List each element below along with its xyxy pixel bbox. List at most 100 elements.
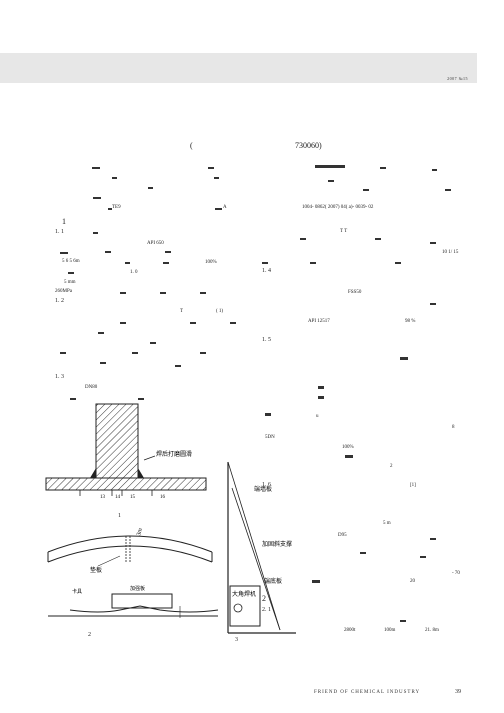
redacted-mark: [400, 357, 408, 360]
text-dimensions: 5 6 5 6m: [62, 259, 80, 264]
text-2: 2: [390, 464, 393, 469]
redacted-mark: [300, 238, 306, 240]
figure-1-caption: 1: [118, 513, 121, 519]
figure-3-caption: 3: [235, 637, 238, 643]
fig3-top-label: 端墙板: [254, 485, 272, 493]
figure-2-caption: 2: [88, 632, 91, 638]
fig3-welder-label: 大角焊机: [232, 590, 256, 598]
redacted-mark: [175, 365, 181, 367]
redacted-mark: [108, 208, 112, 210]
section-1-3: 1. 3: [55, 374, 64, 380]
affiliation-open: (: [190, 141, 193, 150]
redacted-mark: [445, 189, 451, 191]
redacted-mark: [60, 352, 66, 354]
text-2800t: 2800t: [344, 628, 356, 633]
redacted-mark: [432, 169, 437, 171]
fig1-num-13: 13: [100, 495, 106, 498]
redacted-mark: [430, 303, 436, 305]
redacted-mark: [363, 189, 369, 191]
fig3-mid-label: 加固斜支撑: [262, 540, 292, 548]
text-api650: API 650: [147, 241, 164, 246]
redacted-mark: [315, 165, 345, 168]
text-u: u: [316, 414, 319, 419]
redacted-mark: [68, 272, 74, 274]
redacted-mark: [200, 352, 206, 354]
redacted-mark: [265, 413, 271, 416]
text-8: 8: [452, 425, 455, 430]
redacted-mark: [163, 262, 169, 264]
section-heading-2: 2: [262, 594, 266, 603]
section-1-2: 1. 2: [55, 298, 64, 304]
redacted-mark: [262, 262, 268, 264]
redacted-mark: [100, 362, 106, 364]
redacted-mark: [318, 396, 324, 399]
redacted-mark: [345, 455, 353, 458]
text-98pct: 98 %: [405, 319, 416, 324]
fig2-bot-right-label: 加强板: [130, 585, 145, 592]
text-fraction: 10 1/ 15: [442, 250, 459, 255]
text-te9: TE9: [112, 205, 121, 210]
section-2-1: 2. 1: [262, 607, 271, 613]
redacted-mark: [318, 386, 324, 389]
header-band: [0, 53, 477, 83]
fig1-weld-label: 焊后打磨圆滑: [156, 450, 192, 458]
redacted-mark: [105, 251, 111, 253]
fig1-num-14: 14: [115, 495, 121, 498]
redacted-mark: [92, 167, 100, 169]
redacted-mark: [132, 352, 138, 354]
redacted-mark: [310, 262, 316, 264]
article-ids: 1004- 0862( 2007) 04( a)- 0039- 02: [302, 205, 374, 210]
text-fss50: FSS50: [348, 290, 362, 295]
redacted-mark: [98, 332, 104, 334]
text-paren-1: ( 1): [216, 309, 224, 314]
redacted-mark: [93, 232, 98, 234]
redacted-mark: [395, 262, 401, 264]
fig1-num-16: 16: [160, 495, 166, 498]
text-api12517: API 12517: [308, 319, 330, 324]
text-5mm: 5 mm: [64, 280, 76, 285]
redacted-mark: [93, 197, 101, 199]
redacted-mark: [150, 342, 156, 344]
redacted-mark: [360, 552, 366, 554]
fig2-dim-label: 3m: [136, 527, 144, 536]
section-1-1: 1. 1: [55, 229, 64, 235]
text-100pct-b: 100%: [342, 445, 354, 450]
text-minus-70: - 70: [452, 571, 460, 576]
redacted-mark: [375, 238, 381, 240]
text-ref-1: [1]: [410, 483, 416, 488]
figure-1-weld-diagram: 焊后打磨圆滑 13 14 15 16: [45, 403, 207, 498]
journal-name: FRIEND OF CHEMICAL INDUSTRY: [314, 690, 421, 695]
redacted-mark: [112, 177, 117, 179]
redacted-mark: [208, 167, 214, 169]
fig3-low-label: 端底板: [264, 577, 282, 585]
text-21-8m: 21. 8m: [425, 628, 439, 633]
text-dn80: DN80: [85, 385, 98, 390]
text-20: 20: [410, 579, 415, 584]
text-t: T: [180, 309, 184, 314]
redacted-mark: [70, 398, 76, 400]
section-1-6: 1. 6: [262, 482, 271, 488]
fig2-left-label: 垫板: [90, 566, 102, 574]
text-t-t: T T: [340, 229, 348, 234]
text-5dn: 5DN: [265, 435, 275, 440]
redacted-mark: [430, 242, 436, 244]
text-260mpa: 260MPa: [55, 289, 72, 294]
figure-2-arc-diagram: 3m 垫板 卡具 加强板: [47, 527, 219, 618]
text-1-0: 1. 0: [130, 270, 138, 275]
text-d95: D95: [338, 533, 347, 538]
redacted-mark: [215, 208, 222, 210]
redacted-mark: [138, 398, 144, 400]
redacted-mark: [120, 322, 126, 324]
redacted-mark: [190, 322, 196, 324]
redacted-mark: [60, 252, 68, 254]
redacted-mark: [312, 580, 320, 583]
text-a: A: [223, 205, 227, 210]
redacted-mark: [400, 620, 406, 622]
redacted-mark: [120, 292, 126, 294]
redacted-mark: [165, 251, 171, 253]
fig2-bot-left-label: 卡具: [72, 588, 82, 595]
fig1-num-15: 15: [130, 495, 136, 498]
section-1-4: 1. 4: [262, 268, 271, 274]
redacted-mark: [430, 538, 436, 540]
text-100m: 100m: [384, 628, 396, 633]
